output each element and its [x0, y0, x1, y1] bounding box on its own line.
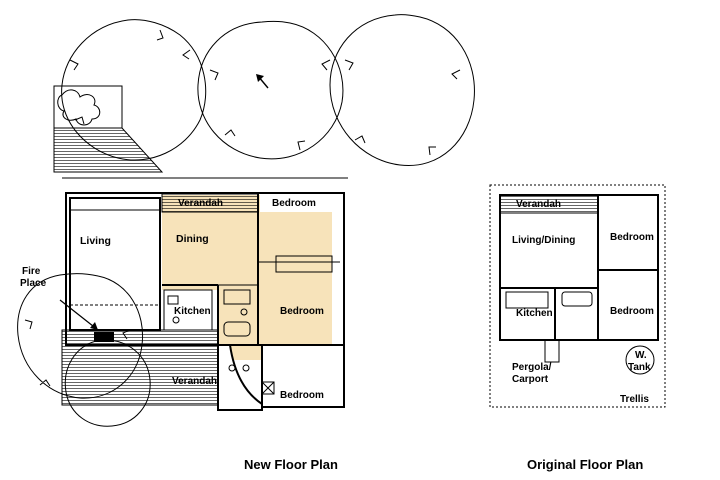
fireplace	[94, 332, 114, 342]
fireplace-leader	[59, 299, 99, 331]
tree-canopy-right	[329, 14, 475, 167]
label-verandah-top: Verandah	[178, 198, 223, 209]
label-living: Living	[80, 235, 111, 247]
caption-new-floor-plan: New Floor Plan	[244, 457, 338, 472]
arrow-north-icon	[256, 74, 269, 89]
deck-top-left	[53, 127, 164, 173]
orig-label-pergola-2: Carport	[512, 374, 549, 385]
new-floor-plan: Verandah Bedroom Living Dining Fire Plac…	[20, 85, 348, 472]
orig-label-tank-1: W.	[635, 350, 647, 361]
bath	[223, 289, 251, 305]
orig-label-bedroom-top: Bedroom	[610, 232, 654, 243]
orig-label-living-dining: Living/Dining	[512, 235, 575, 246]
living-room	[69, 197, 161, 331]
orig-label-trellis: Trellis	[620, 394, 649, 405]
tree-canopy-middle	[197, 20, 344, 160]
original-kitchen-bench	[505, 291, 549, 309]
orig-label-verandah: Verandah	[516, 199, 561, 210]
bath-2	[223, 321, 251, 337]
label-bedroom-top: Bedroom	[272, 198, 316, 209]
wardrobe	[275, 255, 333, 273]
orig-label-tank-2: Tank	[628, 362, 651, 373]
label-fire-place-2: Place	[20, 278, 47, 289]
original-bath	[561, 291, 593, 307]
caption-original-floor-plan: Original Floor Plan	[527, 457, 643, 472]
bedroom-bottom	[261, 344, 345, 408]
water-tank	[625, 345, 655, 375]
label-verandah-bottom: Verandah	[172, 376, 217, 387]
label-dining: Dining	[176, 233, 209, 245]
renovated-area	[162, 195, 332, 360]
original-floor-plan: Verandah Living/Dining Bedroom Kitchen B…	[489, 184, 666, 472]
orig-label-pergola-1: Pergola/	[512, 362, 552, 373]
verandah-bottom-deck	[61, 329, 219, 406]
label-bedroom-mid: Bedroom	[280, 306, 324, 317]
tree-canopy-left	[61, 19, 207, 161]
orig-label-kitchen: Kitchen	[516, 308, 553, 319]
label-fire-place-1: Fire	[22, 266, 41, 277]
label-bedroom-bottom: Bedroom	[280, 390, 324, 401]
original-steps	[544, 339, 560, 363]
orig-label-bedroom-bottom: Bedroom	[610, 306, 654, 317]
label-kitchen: Kitchen	[174, 306, 211, 317]
planter-shrub	[57, 89, 101, 126]
original-site-boundary	[489, 184, 666, 408]
original-house-outline	[499, 194, 659, 341]
